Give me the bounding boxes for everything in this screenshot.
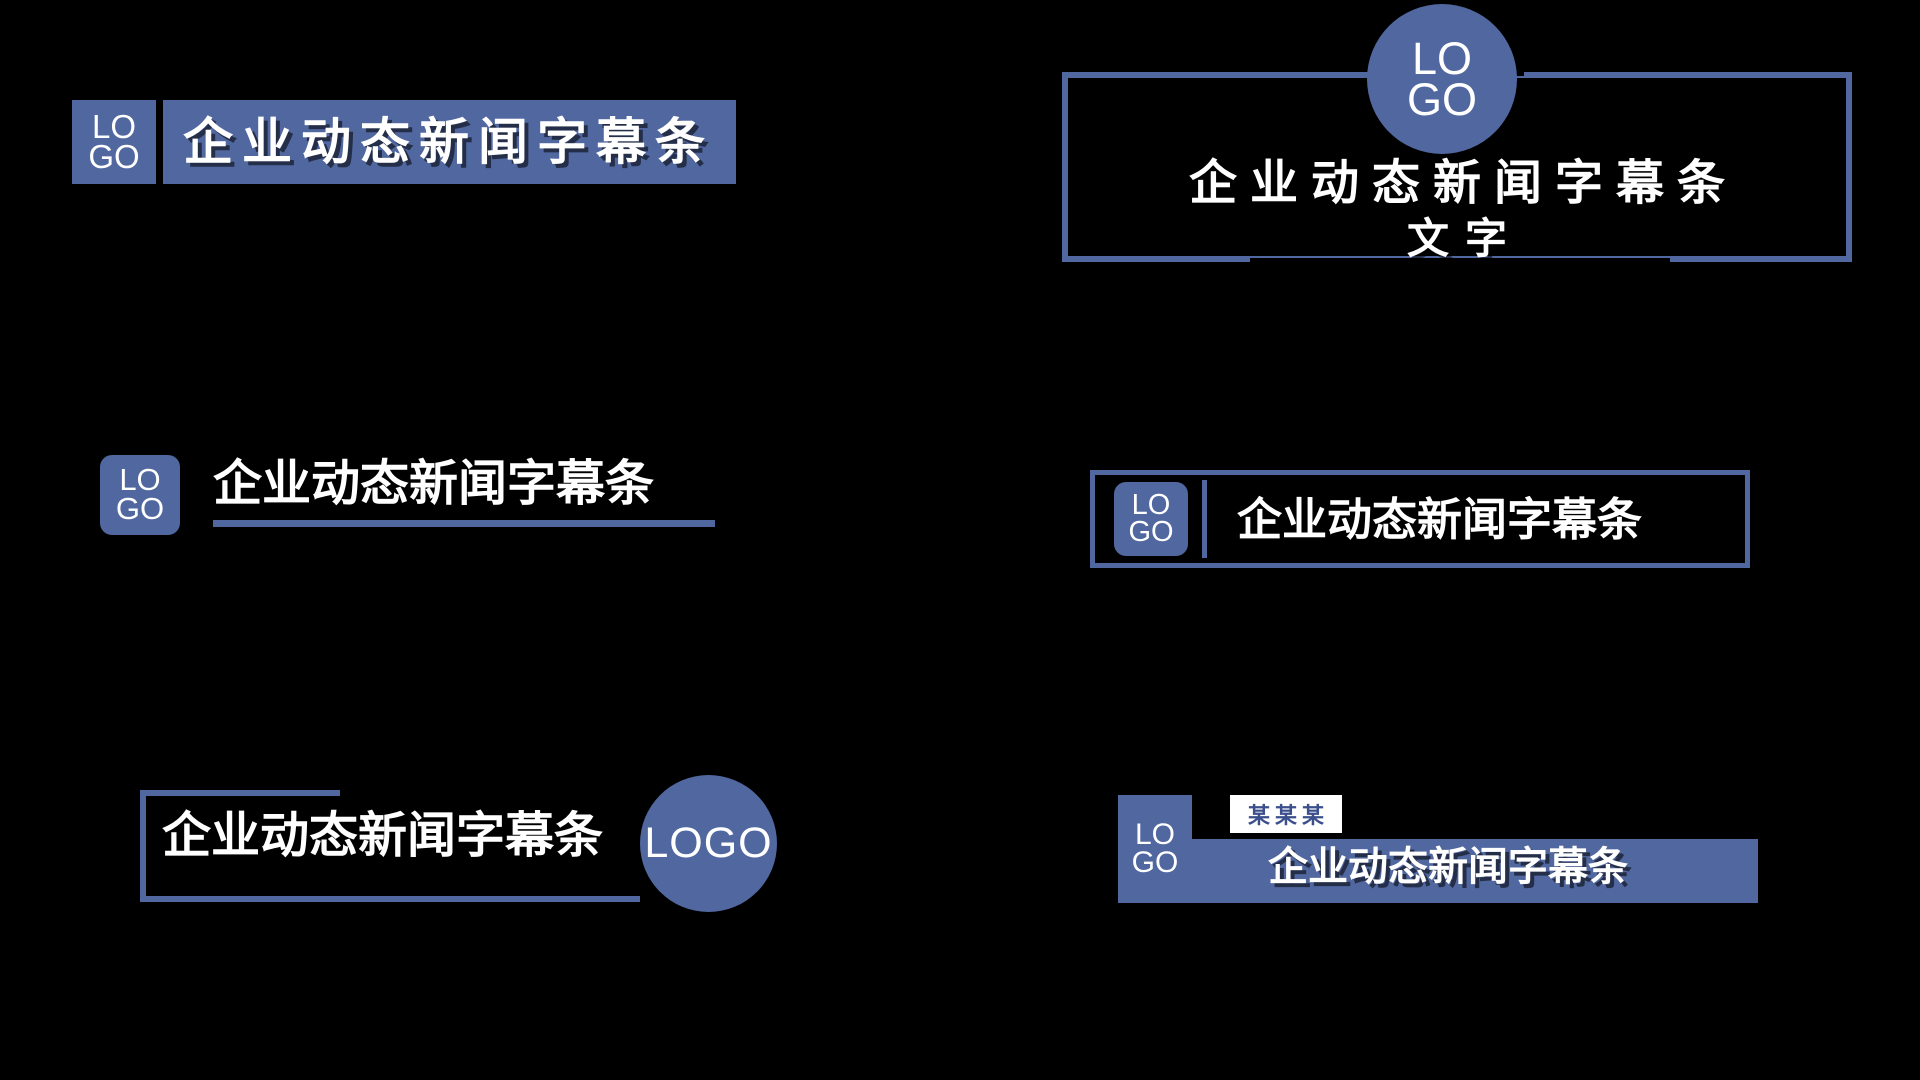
logo-bar-gap [156, 100, 163, 184]
logo-line-1: LO [1131, 489, 1171, 522]
banner-title: 企业动态新闻字幕条 [162, 809, 604, 863]
logo-text: LO GO [115, 462, 165, 526]
underline-banner[interactable]: LO GO 企业动态新闻字幕条 [100, 455, 715, 535]
bracket-circle-banner[interactable]: 企业动态新闻字幕条 LOGO [140, 775, 800, 922]
logo-text: LO GO [1128, 489, 1174, 548]
logo-line-2: GO [1128, 516, 1174, 548]
logo-text: LO GO [88, 107, 140, 175]
logo-line-1: LO [1411, 32, 1472, 84]
logo-badge-circle[interactable]: LO GO [1367, 4, 1517, 154]
boxed-divider-banner[interactable]: LO GO 企业动态新闻字幕条 [1090, 470, 1750, 568]
logo-line-1: LO [1134, 818, 1175, 852]
banner-title: 企业动态新闻字幕条 [183, 114, 714, 170]
banner-title: 企业动态新闻字幕条 [1268, 845, 1628, 889]
logo-badge-rounded[interactable]: LO GO [1114, 482, 1188, 556]
title-underline [213, 520, 715, 527]
logo-text: LO GO [1131, 818, 1179, 879]
bracket-top-gap [340, 787, 622, 797]
banner-title: 企业动态新闻字幕条 [1188, 157, 1738, 210]
logo-text: LO GO [1406, 32, 1477, 125]
title-group: 企业动态新闻字幕条 [213, 455, 715, 527]
logo-line-2: GO [1406, 74, 1477, 125]
logo-badge-rounded[interactable]: LO GO [100, 455, 180, 535]
banner-title: 企业动态新闻字幕条 [1237, 493, 1643, 545]
frame-bottom-notch [1250, 258, 1670, 268]
logo-badge-block[interactable]: LO GO [1118, 795, 1192, 903]
banner-subtitle: 文字 [1406, 215, 1523, 262]
logo-badge-circle[interactable]: LOGO [640, 775, 777, 912]
vertical-divider [1202, 480, 1207, 558]
banner-title: 企业动态新闻字幕条 [213, 457, 655, 511]
logo-text: LOGO [644, 819, 773, 867]
logo-line-2: GO [88, 138, 140, 175]
tag-label: 某某某 [1248, 803, 1330, 828]
logo-badge-square[interactable]: LO GO [72, 100, 156, 184]
logo-line-2: GO [115, 491, 165, 526]
logo-line-1: LO [119, 462, 161, 498]
tag-badge[interactable]: 某某某 [1230, 795, 1343, 833]
title-bar [1192, 839, 1758, 903]
outlined-frame-banner[interactable]: LO GO 企业动态新闻字幕条 文字 [1062, 4, 1852, 268]
bracket-bottom-rule [140, 896, 640, 902]
logo-line-2: GO [1131, 846, 1179, 879]
logo-line-1: LO [91, 107, 137, 145]
title-group: 企业动态新闻字幕条 文字 [1062, 160, 1852, 260]
solid-bar-banner[interactable]: LO GO 企业动态新闻字幕条 [72, 100, 736, 184]
frame-border [1090, 470, 1750, 568]
tagged-block-banner[interactable]: LO GO 某某某 企业动态新闻字幕条 [1118, 795, 1758, 903]
title-bar: 企业动态新闻字幕条 [163, 100, 736, 184]
frame-content: LO GO 企业动态新闻字幕条 [1090, 470, 1750, 568]
